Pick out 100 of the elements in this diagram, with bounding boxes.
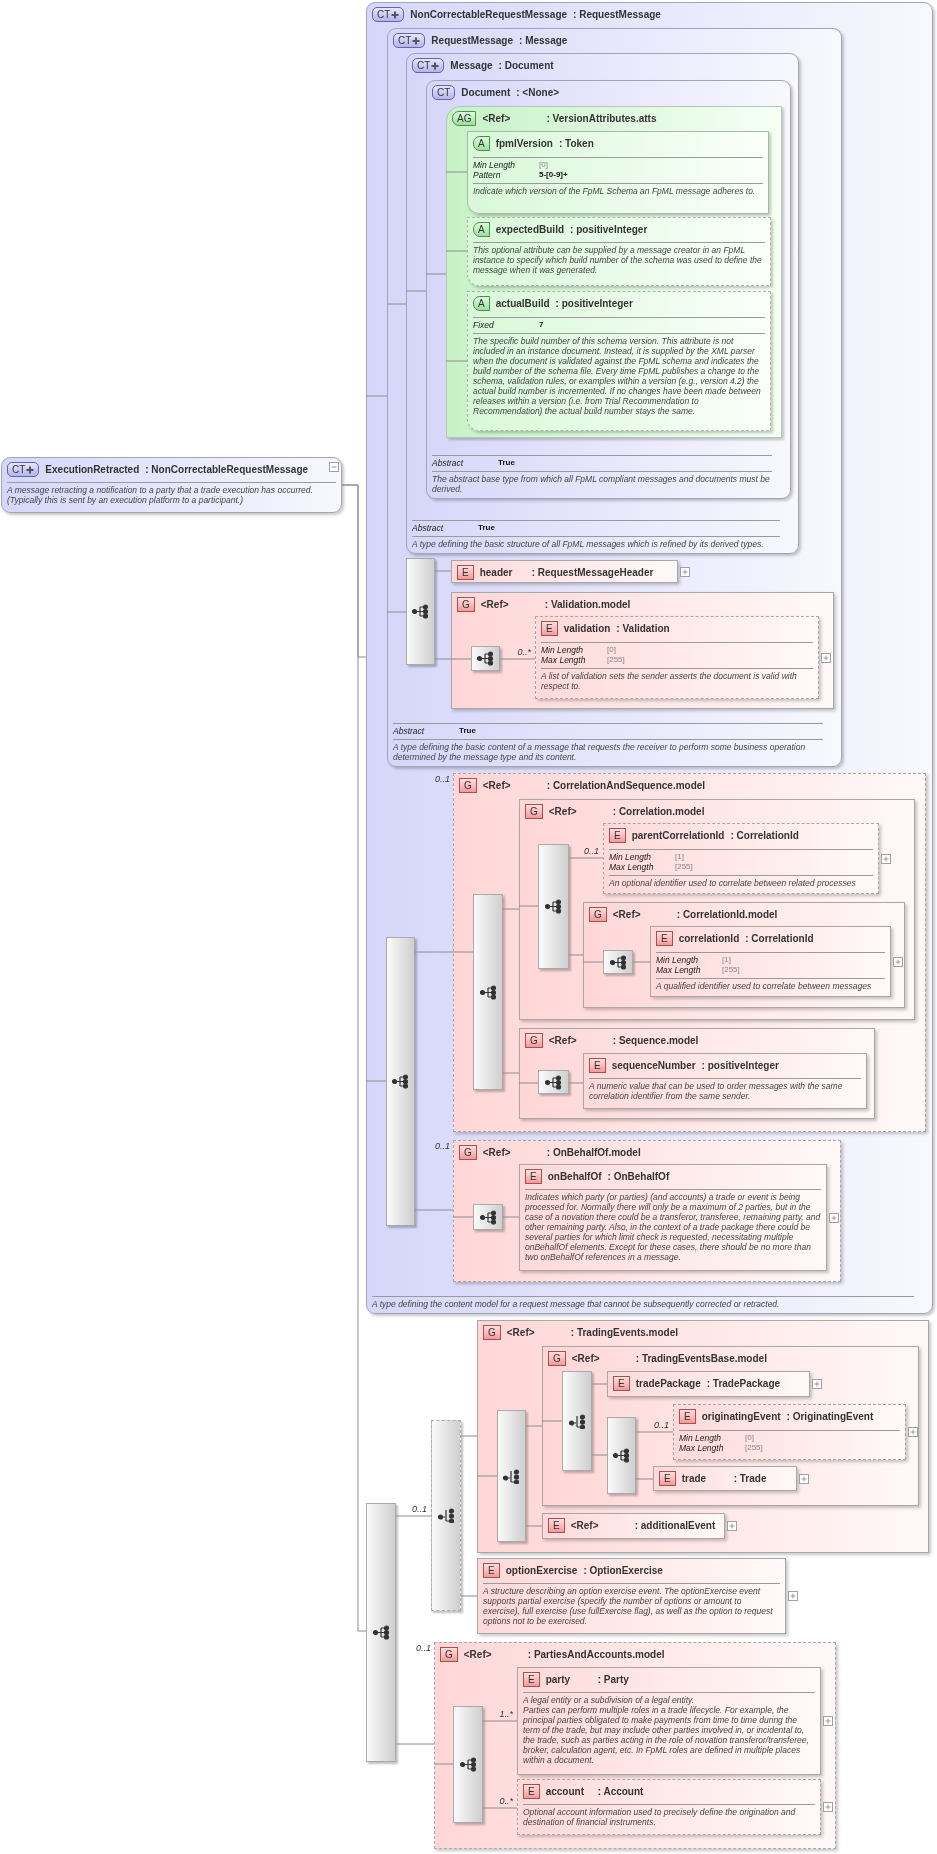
component-name: NonCorrectableRequestMessage	[410, 8, 568, 22]
element-box	[583, 1053, 867, 1109]
sequence-bar	[538, 844, 569, 969]
component-name: RequestMessage	[431, 34, 514, 48]
type-name: : RequestMessageHeader	[531, 566, 654, 580]
element-box	[650, 926, 891, 997]
sequence-bar	[607, 1417, 636, 1494]
property-name: Fixed	[473, 320, 495, 330]
element-box	[603, 823, 879, 894]
badge-label: G	[464, 1147, 472, 1158]
connector-line	[525, 1425, 543, 1427]
component-name: header	[479, 566, 514, 580]
type-name: : Document	[498, 59, 554, 73]
connector-line	[502, 1072, 520, 1074]
connector-line	[541, 1420, 563, 1422]
connector-line	[445, 171, 468, 173]
property-name: Abstract	[393, 726, 426, 736]
group-box	[519, 799, 915, 1020]
type-name: : positiveInteger	[701, 1059, 779, 1073]
component-name: party	[545, 1673, 572, 1687]
connector-line	[395, 1515, 432, 1517]
component-name: Message	[450, 59, 493, 73]
badge-label: E	[553, 1520, 560, 1531]
badge-label: E	[594, 1060, 601, 1071]
badge-label: AG	[457, 113, 472, 124]
type-name: : positiveInteger	[555, 297, 633, 311]
sequence-bar	[538, 1070, 569, 1094]
multiplicity-label: 0..1	[415, 1643, 431, 1654]
element-box	[451, 560, 678, 583]
badge-label: A	[478, 224, 485, 235]
attribute-box	[467, 291, 771, 431]
badge-label: CT	[398, 35, 412, 46]
property-value: [0]	[745, 1433, 755, 1443]
choice-bar	[562, 1371, 592, 1471]
description-text: A qualified identifier used to correlate between messages	[656, 981, 873, 991]
edge-label: 0..1	[653, 1420, 669, 1431]
connector-line	[568, 857, 604, 859]
badge-label: G	[445, 1649, 453, 1660]
connector-line	[433, 1763, 454, 1765]
group-box	[434, 1642, 836, 1849]
component-name: fpmlVersion	[495, 137, 553, 151]
component-name: Document	[461, 86, 511, 100]
group-box	[519, 1028, 875, 1119]
connector-line	[445, 360, 468, 362]
connector-line	[635, 1431, 674, 1433]
type-name: : Sequence.model	[612, 1034, 699, 1048]
description-text: A legal entity or a subdivision of a legal entity.	[523, 1695, 696, 1705]
connector-line	[434, 658, 452, 660]
type-name: : PartiesAndAccounts.model	[527, 1648, 665, 1662]
connector-line	[386, 303, 407, 305]
description-text: This optional attribute can be supplied by a message creator in an FpML instance to specify which build number of the schema was used to define the message when it was generated.	[473, 245, 763, 275]
element-box	[542, 1513, 725, 1539]
description-text: The specific build number of this schema version. This attribute is not included in an instance document. Instead, it is supplied by the XML parser when the document is validated against the FpML schema and indicates the build number of the schema file. Every time FpML publishes a change to the schema, validation rules, or examples within a version (e.g., version 4.2) the actual build number is incremented. If no changes have been made between releases within a version (i.e. from Trial Recommendation to Recommendation) the actual build number stays the same.	[473, 336, 762, 416]
type-name: : Trade	[733, 1472, 767, 1486]
badge-label: CT	[377, 9, 391, 20]
component-name: correlationId	[678, 932, 740, 946]
choice-bar	[431, 1420, 461, 1611]
connector-line	[445, 250, 468, 252]
type-name: : TradePackage	[706, 1377, 781, 1391]
edge-label: 1..*	[498, 1709, 513, 1720]
property-name: Abstract	[432, 458, 465, 468]
connector-line	[450, 658, 472, 660]
type-name: : Party	[597, 1673, 629, 1687]
sequence-bar	[366, 1503, 396, 1762]
element-box	[673, 1404, 906, 1460]
property-name: Max Length	[679, 1443, 725, 1453]
property-value: [255]	[607, 655, 626, 665]
type-name: : RequestMessage	[573, 8, 661, 22]
component-name: trade	[681, 1472, 708, 1486]
description-text: The abstract base type from which all FpML compliant messages and documents must be derived.	[432, 474, 771, 494]
property-value: [255]	[722, 965, 741, 975]
connector-line	[525, 1525, 543, 1527]
connector-line	[434, 570, 452, 572]
property-name: Max Length	[609, 862, 655, 872]
component-name: onBehalfOf	[547, 1170, 602, 1184]
connector-line	[591, 1383, 608, 1385]
badge-label: E	[546, 623, 553, 634]
connector-line	[591, 1454, 608, 1456]
connector-line	[499, 658, 536, 660]
component-name: tradePackage	[635, 1377, 701, 1391]
connector-line	[582, 961, 604, 963]
type-name: : CorrelationId	[730, 829, 799, 843]
badge-label: G	[488, 1327, 496, 1338]
property-name: Max Length	[656, 965, 702, 975]
description-text: A structure describing an option exercise event. The optionExercise event supports partial exercise (specify the number of options or amount to exercise), full exercise (use fullExercise flag), as well as the option to request options not to be exercised.	[483, 1586, 774, 1626]
property-value: [255]	[745, 1443, 764, 1453]
property-name: Min Length	[656, 955, 700, 965]
component-name: <Ref>	[571, 1352, 601, 1366]
component-name: expectedBuild	[495, 223, 565, 237]
connector-line	[395, 1743, 435, 1745]
badge-label: E	[530, 1171, 537, 1182]
element-box	[653, 1466, 797, 1491]
connector-line	[482, 1720, 518, 1722]
description-text: A type defining the basic content of a message that requests the receiver to perform some business operation determined by the message type and its content.	[393, 742, 807, 762]
complex-type-box	[426, 80, 791, 499]
property-value: [1]	[675, 852, 685, 862]
component-name: account	[545, 1785, 585, 1799]
property-name: Min Length	[679, 1433, 723, 1443]
badge-label: E	[661, 933, 668, 944]
badge-label: CT	[437, 87, 451, 98]
